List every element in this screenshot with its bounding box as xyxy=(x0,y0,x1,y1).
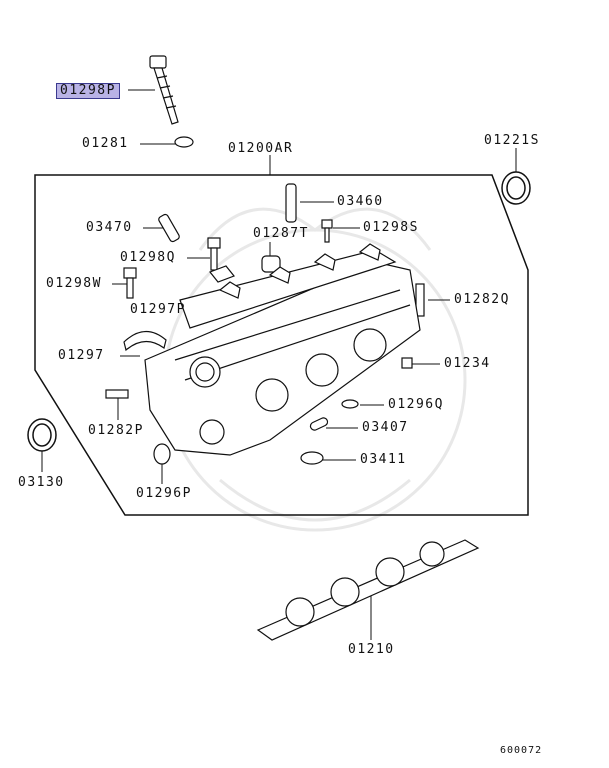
bolt-icon-w xyxy=(123,267,137,299)
part-label-01296p[interactable]: 01296P xyxy=(136,486,192,501)
part-label-01221s[interactable]: 01221S xyxy=(484,133,540,148)
plug-icon xyxy=(261,255,281,273)
part-label-01287t[interactable]: 01287T xyxy=(253,226,309,241)
part-label-03130[interactable]: 03130 xyxy=(18,475,65,490)
part-label-01282p[interactable]: 01282P xyxy=(88,423,144,438)
cup-plug-icon xyxy=(300,451,324,465)
oil-seal-icon xyxy=(27,418,57,452)
head-bolt-icon xyxy=(149,55,179,125)
bolt-icon-s xyxy=(321,219,333,243)
cap-icon xyxy=(123,330,167,352)
part-label-01298w[interactable]: 01298W xyxy=(46,276,102,291)
diagram-id: 600072 xyxy=(500,745,543,756)
assembly-frame xyxy=(34,174,529,516)
part-label-01234[interactable]: 01234 xyxy=(444,356,491,371)
part-label-01281[interactable]: 01281 xyxy=(82,136,129,151)
part-label-03411[interactable]: 03411 xyxy=(360,452,407,467)
washer-icon xyxy=(174,136,194,148)
part-label-01297[interactable]: 01297 xyxy=(58,348,105,363)
part-label-01298q[interactable]: 01298Q xyxy=(120,250,176,265)
gasket-pin-icon xyxy=(309,417,329,431)
stud-p-icon xyxy=(105,389,129,399)
part-label-01297p[interactable]: 01297P xyxy=(130,302,186,317)
part-label-03407[interactable]: 03407 xyxy=(362,420,409,435)
part-label-03460[interactable]: 03460 xyxy=(337,194,384,209)
oring-icon xyxy=(341,399,359,409)
head-gasket-icon xyxy=(256,539,480,641)
dowel-pin-icon xyxy=(285,183,297,223)
plug-small-icon xyxy=(401,357,413,369)
part-label-01282q[interactable]: 01282Q xyxy=(454,292,510,307)
tube-icon xyxy=(158,213,180,243)
plug-p-icon xyxy=(153,443,171,465)
camshaft-seal-icon xyxy=(501,171,531,205)
part-label-03470[interactable]: 03470 xyxy=(86,220,133,235)
stud-icon xyxy=(415,283,425,317)
part-label-01210[interactable]: 01210 xyxy=(348,642,395,657)
part-label-01298p[interactable]: 01298P xyxy=(56,83,120,99)
part-label-01298s[interactable]: 01298S xyxy=(363,220,419,235)
part-label-01296q[interactable]: 01296Q xyxy=(388,397,444,412)
cylinder-head-icon xyxy=(144,243,421,456)
part-label-01200ar[interactable]: 01200AR xyxy=(228,141,294,156)
